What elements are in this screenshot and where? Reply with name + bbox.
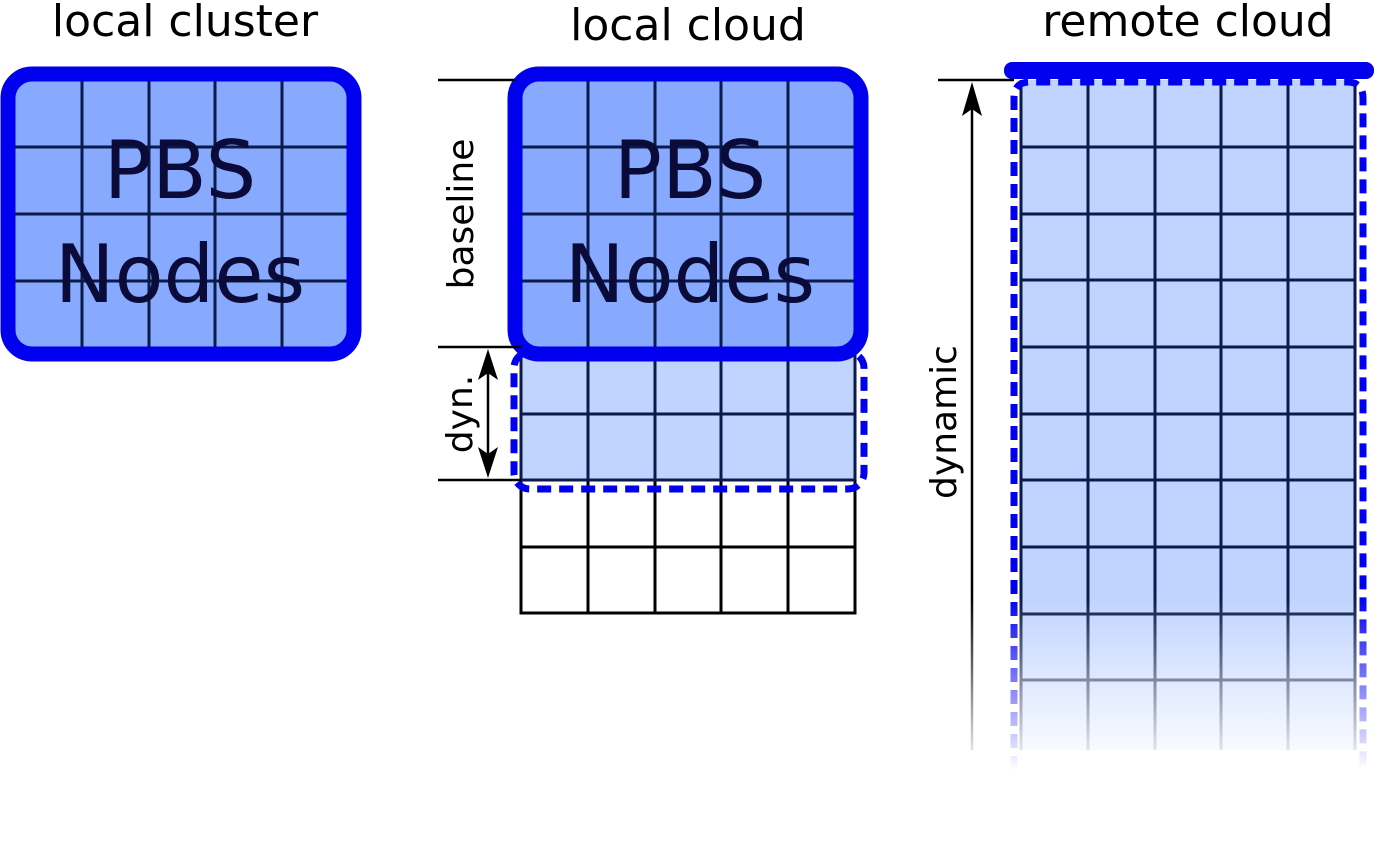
remote-cloud-title: remote cloud: [1042, 0, 1333, 47]
dyn-double-arrow: [478, 349, 498, 478]
local-cloud-pbs-block: [507, 66, 869, 362]
remote-cloud-top-bar: [1004, 62, 1374, 79]
dynamic-arrow-head: [962, 82, 982, 116]
local-cloud-panel: local cloud: [438, 0, 869, 615]
local-cloud-nodes-label: Nodes: [565, 228, 815, 321]
local-cloud-pbs-label: PBS: [614, 124, 767, 217]
local-cloud-empty-grid: [519, 478, 857, 615]
local-cluster-nodes-label: Nodes: [55, 228, 305, 321]
baseline-label: baseline: [441, 139, 482, 290]
local-cluster-panel: local cluster PBS Nodes: [0, 0, 362, 362]
remote-cloud-panel: remote cloud: [924, 0, 1374, 770]
dyn-label: dyn.: [440, 375, 481, 453]
local-cloud-guides: [438, 78, 521, 482]
dynamic-label: dynamic: [924, 345, 965, 499]
local-cloud-title: local cloud: [570, 0, 806, 51]
remote-cloud-dynamic-block: [970, 78, 1367, 770]
local-cluster-pbs-block: [0, 66, 362, 362]
local-cluster-title: local cluster: [52, 0, 319, 47]
local-cloud-dynamic-block: [510, 347, 868, 493]
local-cluster-pbs-label: PBS: [104, 124, 257, 217]
